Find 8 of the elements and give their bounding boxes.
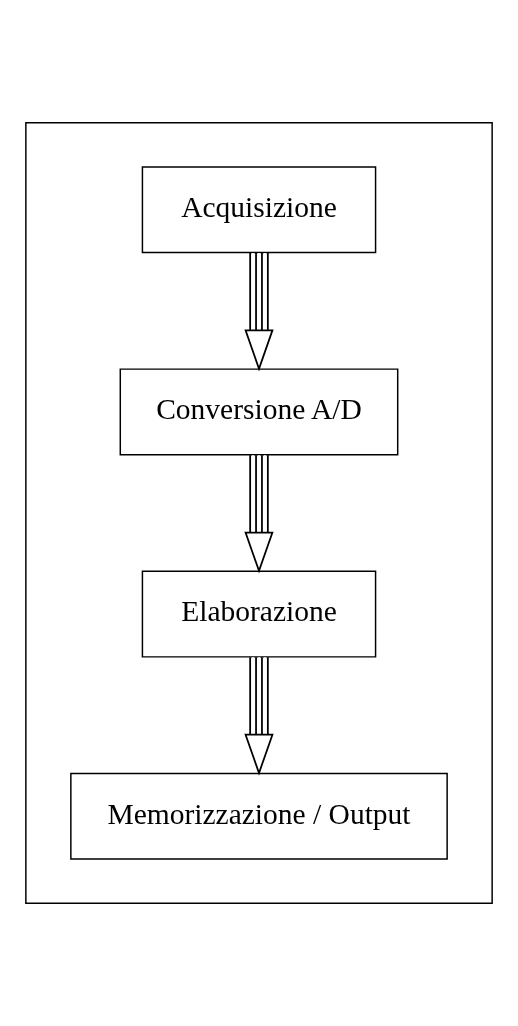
node-box: Acquisizione [141, 166, 377, 254]
arrow [244, 454, 274, 574]
arrow [244, 656, 274, 776]
arrow [244, 252, 274, 372]
cluster [25, 121, 493, 905]
node-box: Conversione A/D [119, 368, 399, 456]
node-box: Memorizzazione / Output [70, 772, 448, 860]
node-box: Elaborazione [141, 570, 377, 658]
